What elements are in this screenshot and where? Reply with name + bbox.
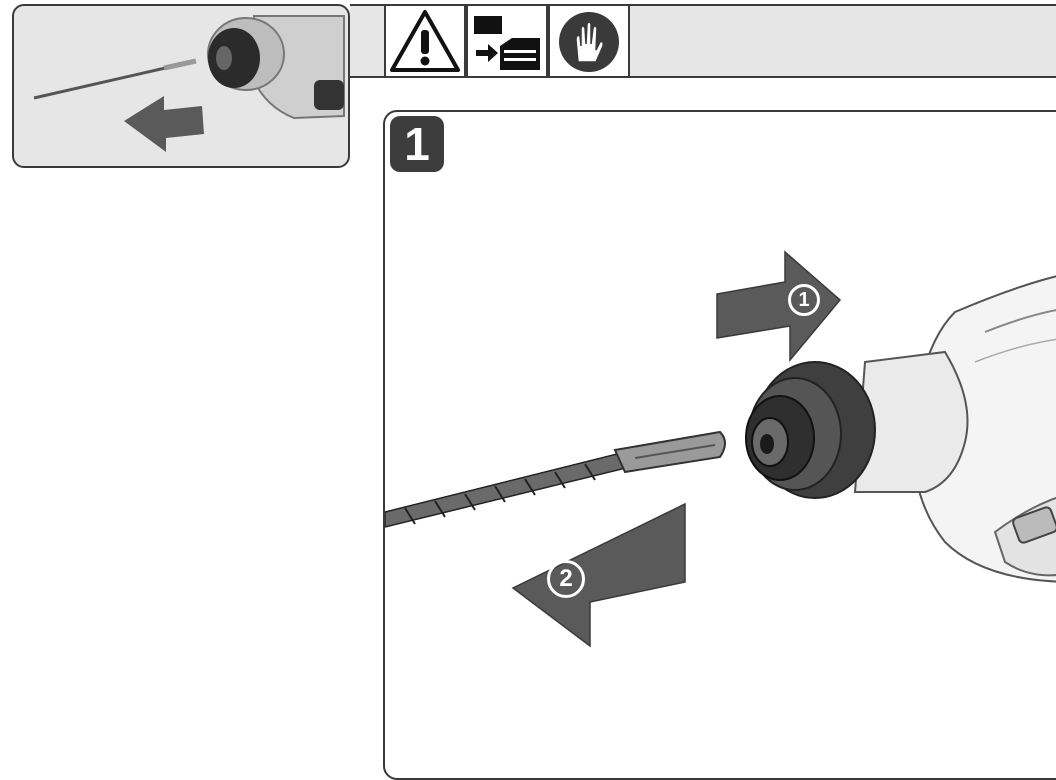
thumb-chuck [208, 28, 260, 88]
action-number-2: 2 [547, 560, 585, 598]
arrow-left-remove-bit [511, 502, 686, 648]
thumb-drill-bit [33, 64, 175, 100]
overview-thumbnail-panel [12, 4, 350, 168]
action-number-1: 1 [788, 284, 820, 316]
step-number-badge: 1 [390, 116, 444, 172]
warning-triangle-icon [390, 10, 460, 72]
remove-battery-icon [474, 16, 540, 70]
gloves-symbol-box [548, 4, 630, 78]
main-illustration-panel [383, 110, 1056, 780]
rotary-hammer-body [853, 275, 1056, 583]
battery-symbol-box [466, 4, 548, 78]
overview-illustration [33, 15, 345, 152]
drill-bit-removal-illustration [385, 250, 1056, 648]
wear-gloves-icon [559, 12, 619, 72]
arrow-right-pull-sleeve [716, 250, 842, 363]
chuck-sleeve [745, 361, 876, 499]
thumb-arrow-left [124, 96, 204, 152]
drill-bit [385, 430, 726, 528]
warning-symbol-box [384, 4, 466, 78]
